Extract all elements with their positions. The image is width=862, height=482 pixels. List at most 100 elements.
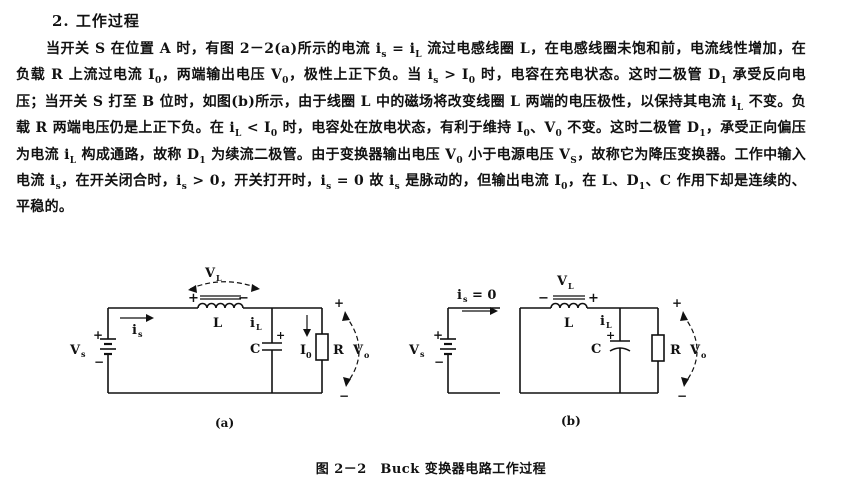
arrow-head [680, 311, 688, 321]
subscript: L [736, 102, 744, 113]
resistor-symbol [315, 333, 329, 361]
arrow-head [303, 329, 311, 337]
text-run: 、V [530, 120, 556, 137]
inductor-symbol [550, 302, 588, 309]
capacitor-label: C [250, 342, 260, 357]
text-run: ，在 L、D [567, 173, 639, 190]
resistor-label: R [670, 343, 681, 358]
vo-label: V [689, 343, 701, 358]
il-label: i [250, 316, 255, 331]
inductor-label: L [213, 316, 222, 331]
text-run: ，极性上正下负。当 i [288, 67, 434, 84]
circuit-a [100, 281, 360, 394]
is-sub: s [463, 294, 468, 304]
subscript: 0 [282, 76, 289, 87]
vl-arrow [189, 281, 259, 290]
minus-sign: − [94, 355, 104, 369]
section-heading: 2. 工作过程 [52, 12, 140, 30]
subscript: L [69, 155, 77, 166]
text-run: 小于电源电压 V [462, 146, 571, 163]
minus-sign: − [434, 355, 444, 369]
subscript: L [235, 129, 242, 140]
io-sub: 0 [306, 350, 312, 360]
figure-tag-b: (b) [561, 414, 581, 428]
capacitor-label: C [591, 342, 601, 357]
subscript: 0 [555, 129, 563, 140]
vl-sub: L [216, 273, 222, 283]
plus-sign: + [188, 291, 199, 306]
text-run: > I [438, 67, 469, 84]
circuit-b-labels: i s = 0 V L − + L i L C + V s + − R + − … [408, 274, 707, 428]
body-paragraph: 当开关 S 在位置 A 时，有图 2－2(a)所示的电流 is = iL 流过电… [16, 36, 806, 221]
plus-sign: + [276, 329, 285, 342]
text-run: = 0 故 i [331, 173, 395, 190]
vl-label: V [204, 266, 216, 281]
vo-sub: o [701, 350, 707, 360]
minus-sign: − [238, 291, 249, 306]
minus-sign: − [339, 389, 349, 403]
arrow-head [188, 285, 197, 293]
arrow-head [251, 284, 260, 292]
vo-sub: o [364, 350, 370, 360]
subscript: s [381, 49, 387, 60]
inductor-label: L [564, 316, 573, 331]
subscript: s [433, 76, 439, 87]
arrow-head [343, 377, 351, 387]
subscript: 1 [699, 129, 706, 140]
plus-sign: + [93, 328, 103, 342]
text-run: 不变。负载 R 两端电压仍是上正下负。在 i [16, 93, 806, 137]
vo-arrow [344, 314, 360, 384]
is-value: = 0 [472, 288, 496, 303]
text-run: ，故称它为降压变换器。工作中输入电流 i [16, 146, 806, 190]
minus-sign: − [677, 389, 687, 403]
subscript: 1 [199, 155, 206, 166]
figure-caption: 图 2－2 Buck 变换器电路工作过程 [315, 462, 547, 477]
subscript: s [55, 181, 62, 192]
arrow-head [681, 377, 689, 387]
subscript: s [394, 181, 400, 192]
text-run: 时，电容处在放电状态，有利于维持 I [277, 120, 524, 137]
resistor-symbol [651, 334, 665, 362]
subscript: 0 [155, 76, 162, 87]
subscript: 0 [468, 76, 476, 87]
vs-label: V [408, 343, 420, 358]
arrow-head [342, 311, 350, 321]
text-run: 、C 作用下却是连续的、平稳的。 [16, 173, 806, 216]
text-run: = i [386, 41, 416, 57]
subscript: L [415, 49, 422, 60]
is-sub: s [138, 329, 143, 339]
circuit-b [440, 295, 698, 394]
text-run: 流过电感线圈 L，在电感线圈未饱和前，电流线性增加，在负载 R 上流过电流 I [16, 41, 806, 84]
inductor-symbol [197, 302, 244, 309]
plus-sign: + [672, 296, 682, 310]
subscript: 1 [638, 181, 646, 192]
text-run: < I [241, 120, 271, 137]
vl-label: V [556, 274, 568, 289]
circuit-a-labels: V L + − L i s i L C + V s + − I 0 R + − … [69, 266, 370, 430]
text-run: 承受反向电压；当开关 S 打至 B 位时，如图(b)所示，由于线圈 L 中的磁场… [16, 67, 806, 110]
minus-sign: − [538, 291, 549, 306]
text-run: 构成通路，故称 D [76, 146, 200, 163]
subscript: s [181, 181, 188, 192]
text-run: 不变。这时二极管 D [562, 120, 700, 137]
plus-sign: + [433, 328, 443, 342]
subscript: 0 [456, 155, 463, 166]
figure-tag-a: (a) [215, 416, 234, 430]
vl-sub: L [568, 281, 574, 291]
is-label: i [457, 288, 462, 303]
vs-sub: s [420, 349, 425, 359]
il-sub: L [606, 320, 612, 330]
is-label: i [132, 323, 137, 338]
text-run: ，承受正向偏压为电流 i [16, 120, 806, 163]
text-run: ，两端输出电压 V [161, 67, 283, 84]
arrow-head [146, 314, 154, 322]
resistor-label: R [333, 343, 344, 358]
text-run: > 0，开关打开时，i [187, 173, 327, 190]
vo-arrow [682, 314, 698, 384]
plus-sign: + [588, 291, 599, 306]
vs-sub: s [81, 349, 86, 359]
text-run: 为续流二极管。由于变换器输出电压 V [205, 146, 457, 163]
vo-label: V [352, 343, 364, 358]
subscript: 1 [720, 76, 728, 87]
